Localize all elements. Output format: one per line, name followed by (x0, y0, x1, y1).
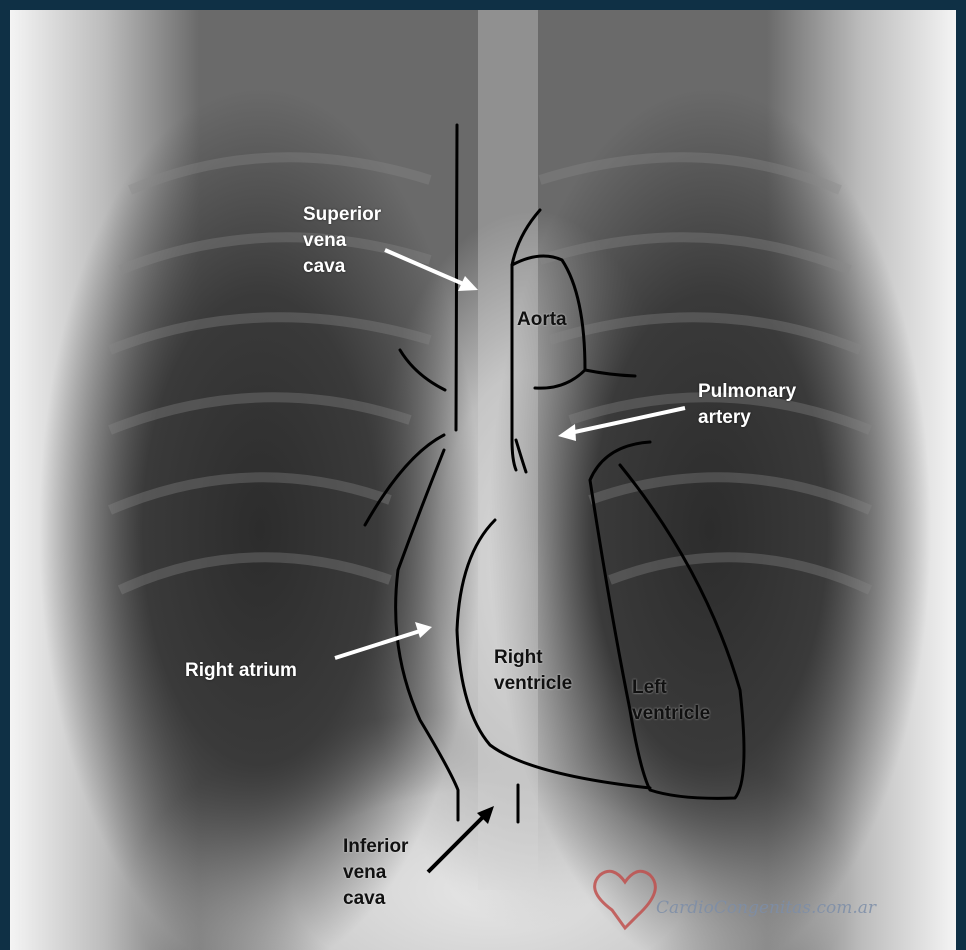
label-inferior-vena-cava: Inferior vena cava (343, 834, 408, 912)
label-line: artery (698, 405, 796, 431)
label-line: Right (494, 645, 572, 671)
spine-shadow (478, 10, 538, 890)
label-line: Superior (303, 202, 381, 228)
svc-line (456, 125, 457, 430)
right-atrium-arrow-head (415, 622, 432, 638)
label-line: Left (632, 675, 710, 701)
label-line: cava (303, 254, 381, 280)
chest-xray-image: Superior vena cava Aorta Pulmonary arter… (10, 10, 956, 950)
label-pulmonary-artery: Pulmonary artery (698, 379, 796, 431)
pulmonary-arrow-head (558, 424, 576, 441)
label-line: ventricle (494, 671, 572, 697)
label-left-ventricle: Left ventricle (632, 675, 710, 727)
label-line: Inferior (343, 834, 408, 860)
svc-left-branch (400, 350, 445, 390)
right-atrium-arrow (335, 631, 420, 658)
label-line: vena (343, 860, 408, 886)
aorta-right-line (585, 370, 635, 376)
label-right-atrium: Right atrium (185, 658, 297, 684)
label-superior-vena-cava: Superior vena cava (303, 202, 381, 280)
label-aorta: Aorta (517, 307, 567, 333)
label-line: vena (303, 228, 381, 254)
label-line: ventricle (632, 701, 710, 727)
label-line: cava (343, 886, 408, 912)
label-line: Pulmonary (698, 379, 796, 405)
watermark-text: CardioCongenitas.com.ar (656, 898, 876, 918)
cardiac-outline-drawing (10, 10, 956, 950)
label-right-ventricle: Right ventricle (494, 645, 572, 697)
ivc-arrow (428, 816, 484, 872)
heart-logo-icon (595, 871, 656, 928)
